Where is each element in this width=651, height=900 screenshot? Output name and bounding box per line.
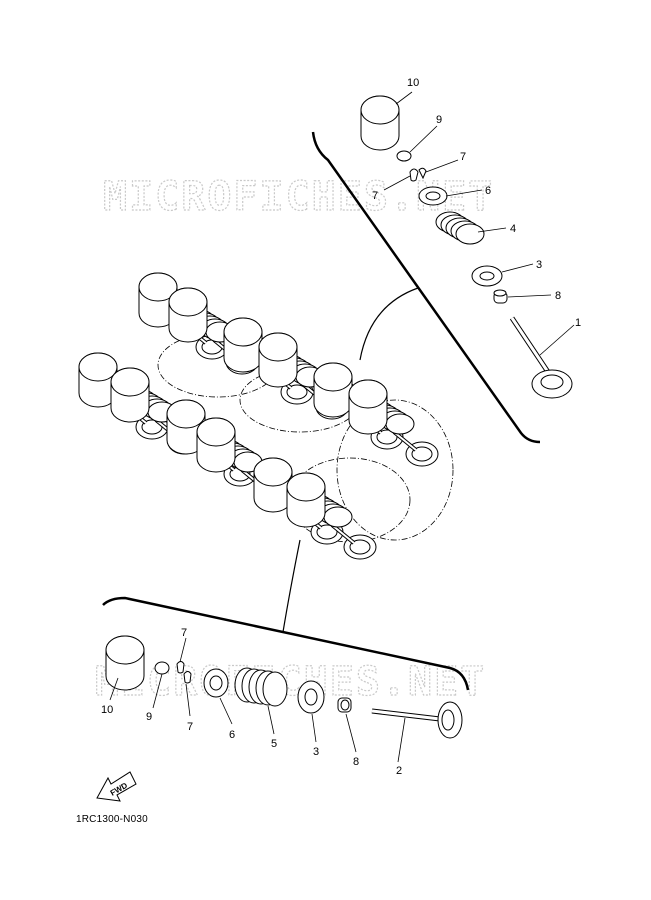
callout-upper-1: 1 — [575, 317, 581, 329]
upper-leader-to-head — [359, 287, 419, 361]
callout-upper-7a: 7 — [460, 151, 466, 163]
watermark-lower: MICROFICHES.NET — [95, 659, 486, 705]
lower-leader-lines — [109, 637, 406, 763]
callout-lower-3: 3 — [313, 746, 319, 758]
callout-upper-7b: 7 — [372, 190, 378, 202]
lower-valve-2 — [371, 701, 463, 739]
callout-lower-5: 5 — [271, 738, 277, 750]
callout-upper-8: 8 — [555, 290, 561, 302]
lower-spring-5 — [234, 667, 288, 707]
diagram-code: 1RC1300-N030 — [76, 814, 148, 825]
callout-upper-3: 3 — [536, 259, 542, 271]
callout-lower-9: 9 — [146, 711, 152, 723]
upper-bucket-10 — [360, 95, 400, 151]
upper-bracket-line — [311, 131, 541, 444]
callout-upper-9: 9 — [436, 114, 442, 126]
fwd-arrow-icon: FWD — [96, 771, 137, 802]
upper-seat-3 — [471, 265, 503, 287]
upper-leader-lines — [383, 91, 575, 356]
lower-leader-to-head — [282, 539, 301, 633]
lower-seat-3 — [297, 680, 325, 714]
cylinder-head-assembly — [79, 273, 454, 559]
lower-retainer-6 — [203, 668, 229, 698]
upper-retainer-6 — [418, 186, 448, 206]
callout-lower-8: 8 — [353, 756, 359, 768]
callout-lower-6: 6 — [229, 729, 235, 741]
lower-bucket-10 — [105, 635, 145, 691]
upper-seal-8 — [493, 289, 508, 304]
callout-upper-10: 10 — [407, 77, 419, 89]
callout-upper-6: 6 — [485, 185, 491, 197]
upper-keepers-7 — [409, 167, 427, 182]
upper-shim-9 — [396, 150, 412, 162]
callout-lower-7b: 7 — [187, 721, 193, 733]
upper-valve-1 — [509, 316, 573, 399]
lower-keepers-7 — [176, 661, 192, 684]
lower-bracket-line — [102, 596, 470, 691]
callout-lower-7a: 7 — [181, 627, 187, 639]
callout-lower-2: 2 — [396, 765, 402, 777]
callout-lower-10: 10 — [101, 704, 113, 716]
callout-upper-4: 4 — [510, 223, 516, 235]
lower-shim-9 — [154, 661, 170, 675]
lower-seal-8 — [337, 697, 352, 713]
upper-exploded-parts: 10 9 7 7 6 4 3 8 1 — [360, 77, 581, 399]
lower-exploded-parts: 7 10 9 7 6 5 3 8 2 — [101, 627, 463, 777]
